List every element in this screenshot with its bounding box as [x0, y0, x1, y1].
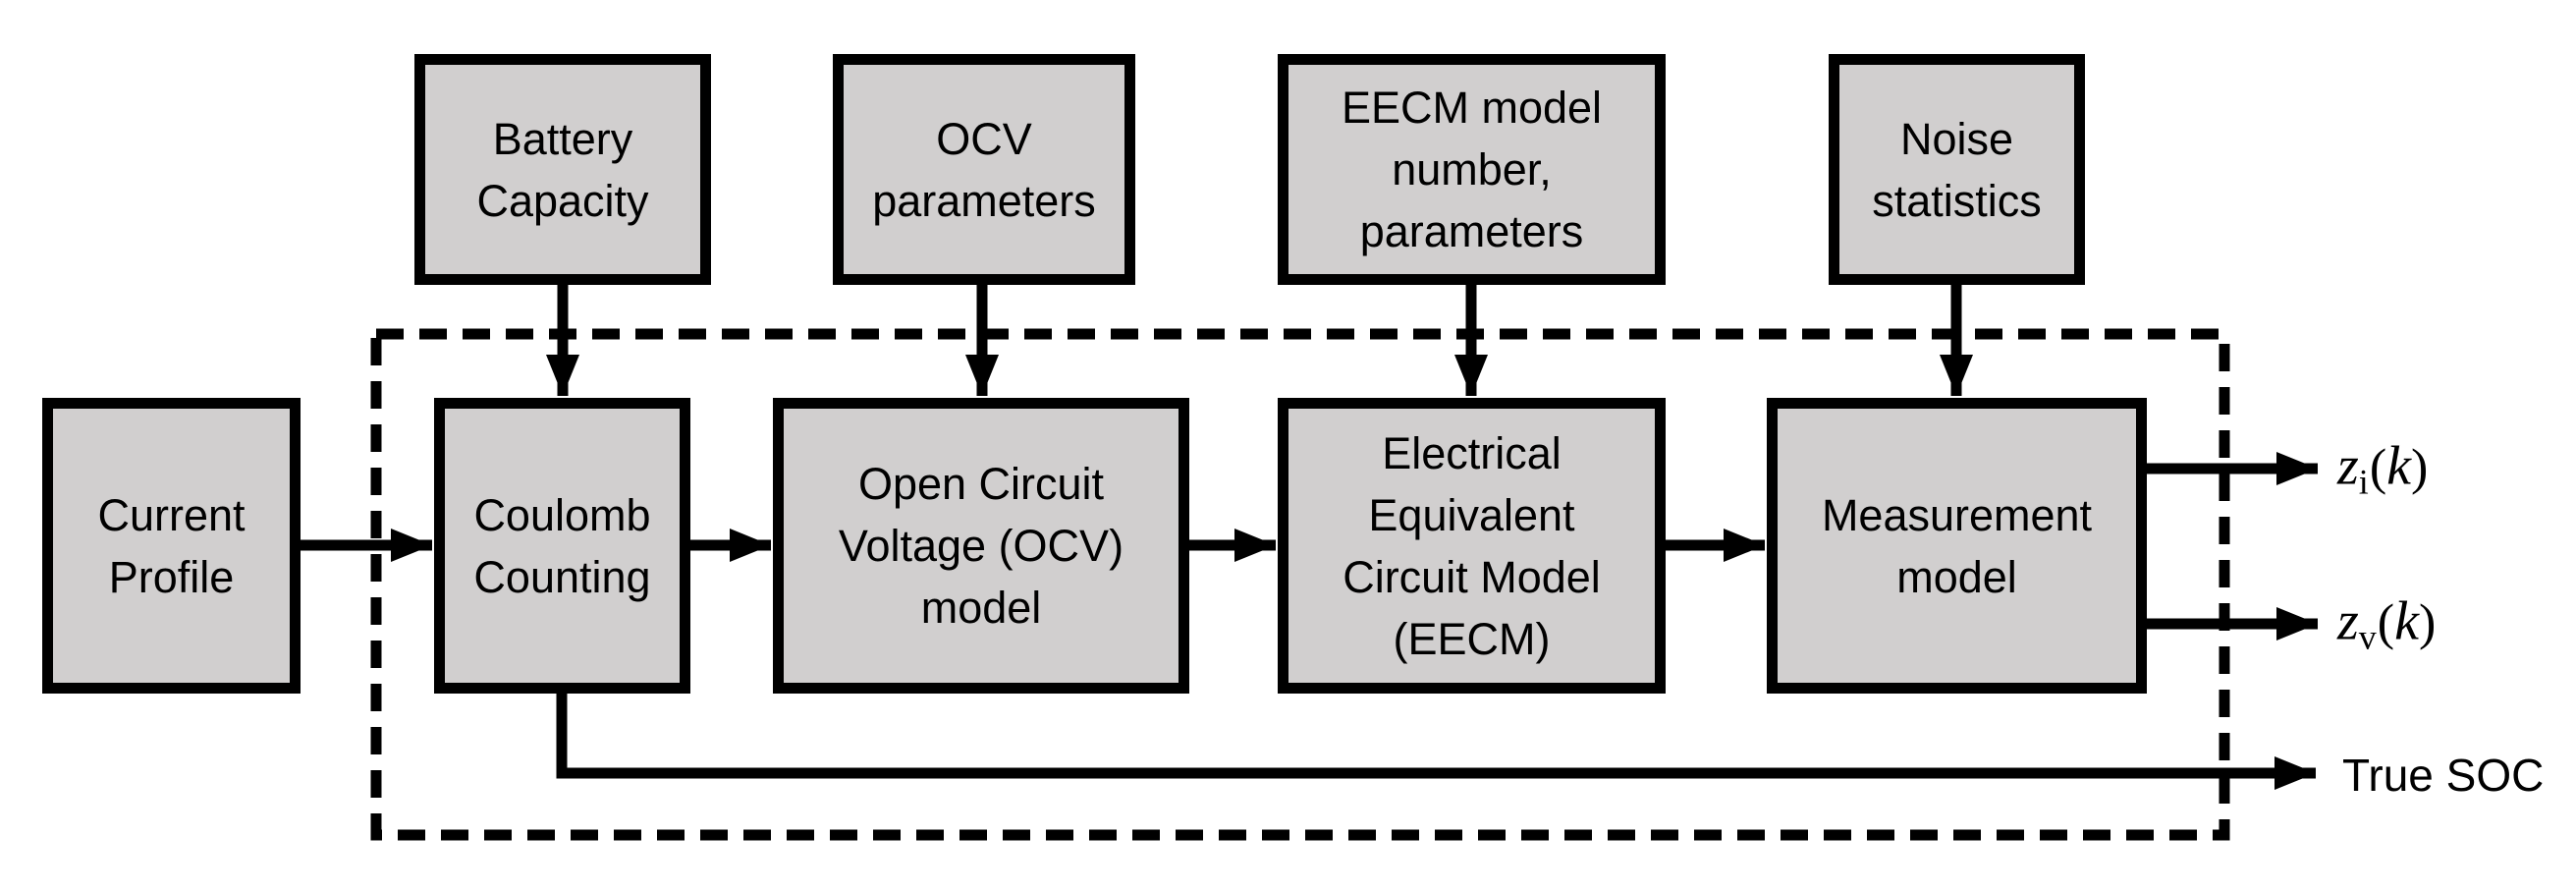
zv-argument: k — [2394, 590, 2419, 652]
box-label: Coulomb Counting — [473, 489, 651, 602]
box-battery-capacity: Battery Capacity — [414, 54, 711, 285]
box-measurement-model: Measurement model — [1767, 398, 2147, 694]
zi-open-paren: ( — [2369, 439, 2387, 496]
box-coulomb-counting: Coulomb Counting — [434, 398, 690, 694]
box-eecm-parameters: EECM model number, parameters — [1278, 54, 1666, 285]
zi-argument: k — [2386, 435, 2411, 497]
zv-base: z — [2337, 590, 2359, 652]
output-label-zv: zv(k) — [2337, 590, 2436, 658]
output-label-true-soc: True SOC — [2342, 750, 2545, 801]
zv-close-paren: ) — [2418, 594, 2437, 651]
zv-subscript: v — [2358, 617, 2378, 657]
box-label: EECM model number, parameters — [1341, 83, 1603, 256]
box-label: OCV parameters — [872, 113, 1096, 226]
box-ocv-model: Open Circuit Voltage (OCV) model — [773, 398, 1189, 694]
box-label: Current Profile — [97, 489, 246, 602]
box-eecm-model: Electrical Equivalent Circuit Model (EEC… — [1278, 398, 1666, 694]
zi-close-paren: ) — [2411, 439, 2429, 496]
output-label-zi: zi(k) — [2337, 435, 2428, 503]
box-label: Noise statistics — [1872, 113, 2042, 226]
zv-open-paren: ( — [2377, 594, 2395, 651]
zi-subscript: i — [2358, 462, 2370, 502]
box-ocv-parameters: OCV parameters — [833, 54, 1135, 285]
box-label: Electrical Equivalent Circuit Model (EEC… — [1343, 427, 1601, 664]
box-label: Battery Capacity — [476, 113, 649, 226]
dashed-boundary — [370, 328, 2230, 841]
box-label: Measurement model — [1821, 489, 2093, 602]
box-label: Open Circuit Voltage (OCV) model — [838, 459, 1124, 633]
box-current-profile: Current Profile — [42, 398, 301, 694]
zi-base: z — [2337, 435, 2359, 497]
arrow-output-true-soc — [556, 694, 2316, 790]
box-noise-statistics: Noise statistics — [1829, 54, 2085, 285]
